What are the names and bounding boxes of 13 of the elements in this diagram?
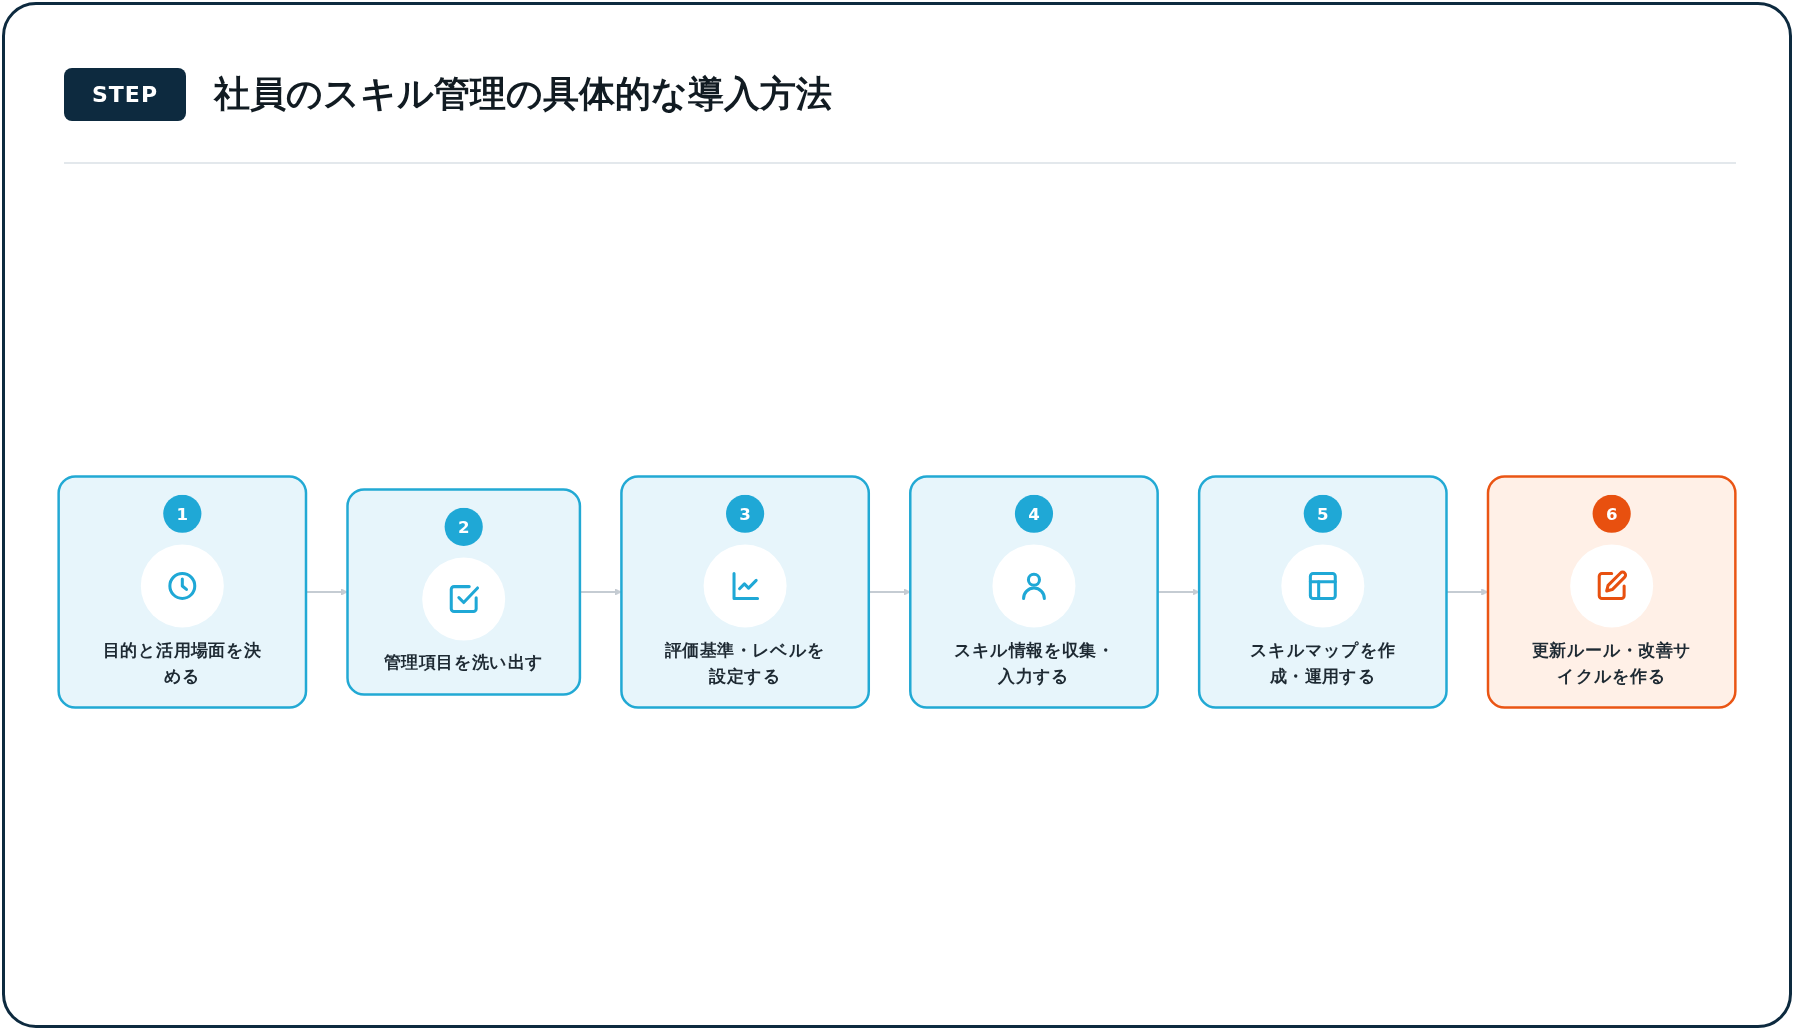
step-tag: STEP [64, 68, 186, 121]
node-box: 4 スキル情報を収集・入力する [909, 475, 1159, 709]
arrow [306, 588, 348, 596]
node-box: 5 スキルマップを作成・運用する [1197, 475, 1448, 709]
node-box: 6 更新ルール・改善サイクルを作る [1486, 475, 1737, 709]
diagram-title: 社員のスキル管理の具体的な導入方法 [214, 72, 832, 116]
node-box: 1 目的と活用場面を決める [57, 475, 308, 709]
arrow [1446, 588, 1489, 596]
arrow [579, 588, 622, 596]
arrow [868, 588, 911, 596]
arrow [1157, 588, 1200, 596]
node-box: 2 管理項目を洗い出す [346, 488, 582, 696]
node-box: 3 評価基準・レベルを設定する [620, 475, 871, 709]
